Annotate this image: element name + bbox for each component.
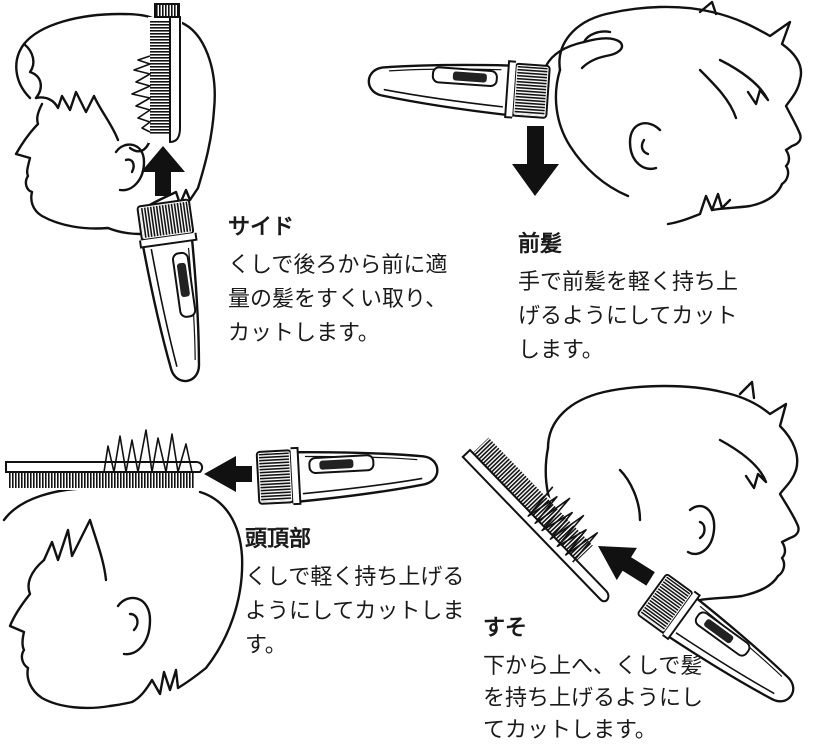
arrow-up-left-icon — [598, 546, 655, 586]
crown-text-line: くしで軽く持ち上げる — [245, 565, 465, 590]
crown-text-line: す。 — [245, 633, 287, 658]
nape-illustration — [461, 380, 809, 719]
nape-instructions: すそ 下から上へ、くしで髪 を持ち上げるようにし てカットします。 — [483, 614, 703, 747]
crown-illustration — [2, 429, 440, 710]
head-profile-left-facing — [2, 486, 244, 710]
head-profile-left-facing — [14, 12, 216, 236]
hair-clipper — [365, 50, 552, 122]
side-illustration — [14, 3, 217, 386]
side-text-line: カットします。 — [228, 321, 380, 346]
side-title: サイド — [228, 215, 295, 240]
hair-clipper — [255, 439, 440, 508]
bangs-text-line: 手で前髪を軽く持ち上 — [518, 270, 739, 295]
crown-title: 頭頂部 — [245, 527, 312, 552]
crown-instructions: 頭頂部 くしで軽く持ち上げる ようにしてカットしま す。 — [245, 525, 464, 663]
side-instructions: サイド くしで後ろから前に適 量の髪をすくい取り、 カットします。 — [228, 213, 447, 351]
bangs-text-line: げるようにしてカット — [518, 304, 738, 329]
bangs-instructions: 前髪 手で前髪を軽く持ち上 げるようにしてカット します。 — [518, 230, 738, 368]
bangs-title: 前髪 — [518, 232, 563, 257]
side-text-line: 量の髪をすくい取り、 — [228, 287, 448, 312]
arrow-up-icon — [141, 146, 185, 196]
nape-text-line: 下から上へ、くしで髪 — [483, 654, 703, 679]
bangs-text-line: します。 — [518, 338, 604, 363]
side-text-line: くしで後ろから前に適 — [228, 253, 448, 278]
arrow-down-icon — [512, 126, 559, 196]
nape-title: すそ — [483, 616, 528, 641]
bangs-illustration — [365, 0, 803, 226]
comb — [461, 433, 631, 606]
crown-text-line: ようにしてカットしま — [245, 599, 465, 624]
comb — [5, 429, 204, 490]
arrow-left-icon — [204, 456, 252, 492]
head-profile-right-facing — [544, 0, 803, 226]
nape-text-line: を持ち上げるようにし — [483, 686, 704, 711]
nape-text-line: てカットします。 — [483, 718, 657, 743]
comb — [131, 3, 182, 144]
hair-clipper — [134, 197, 217, 386]
